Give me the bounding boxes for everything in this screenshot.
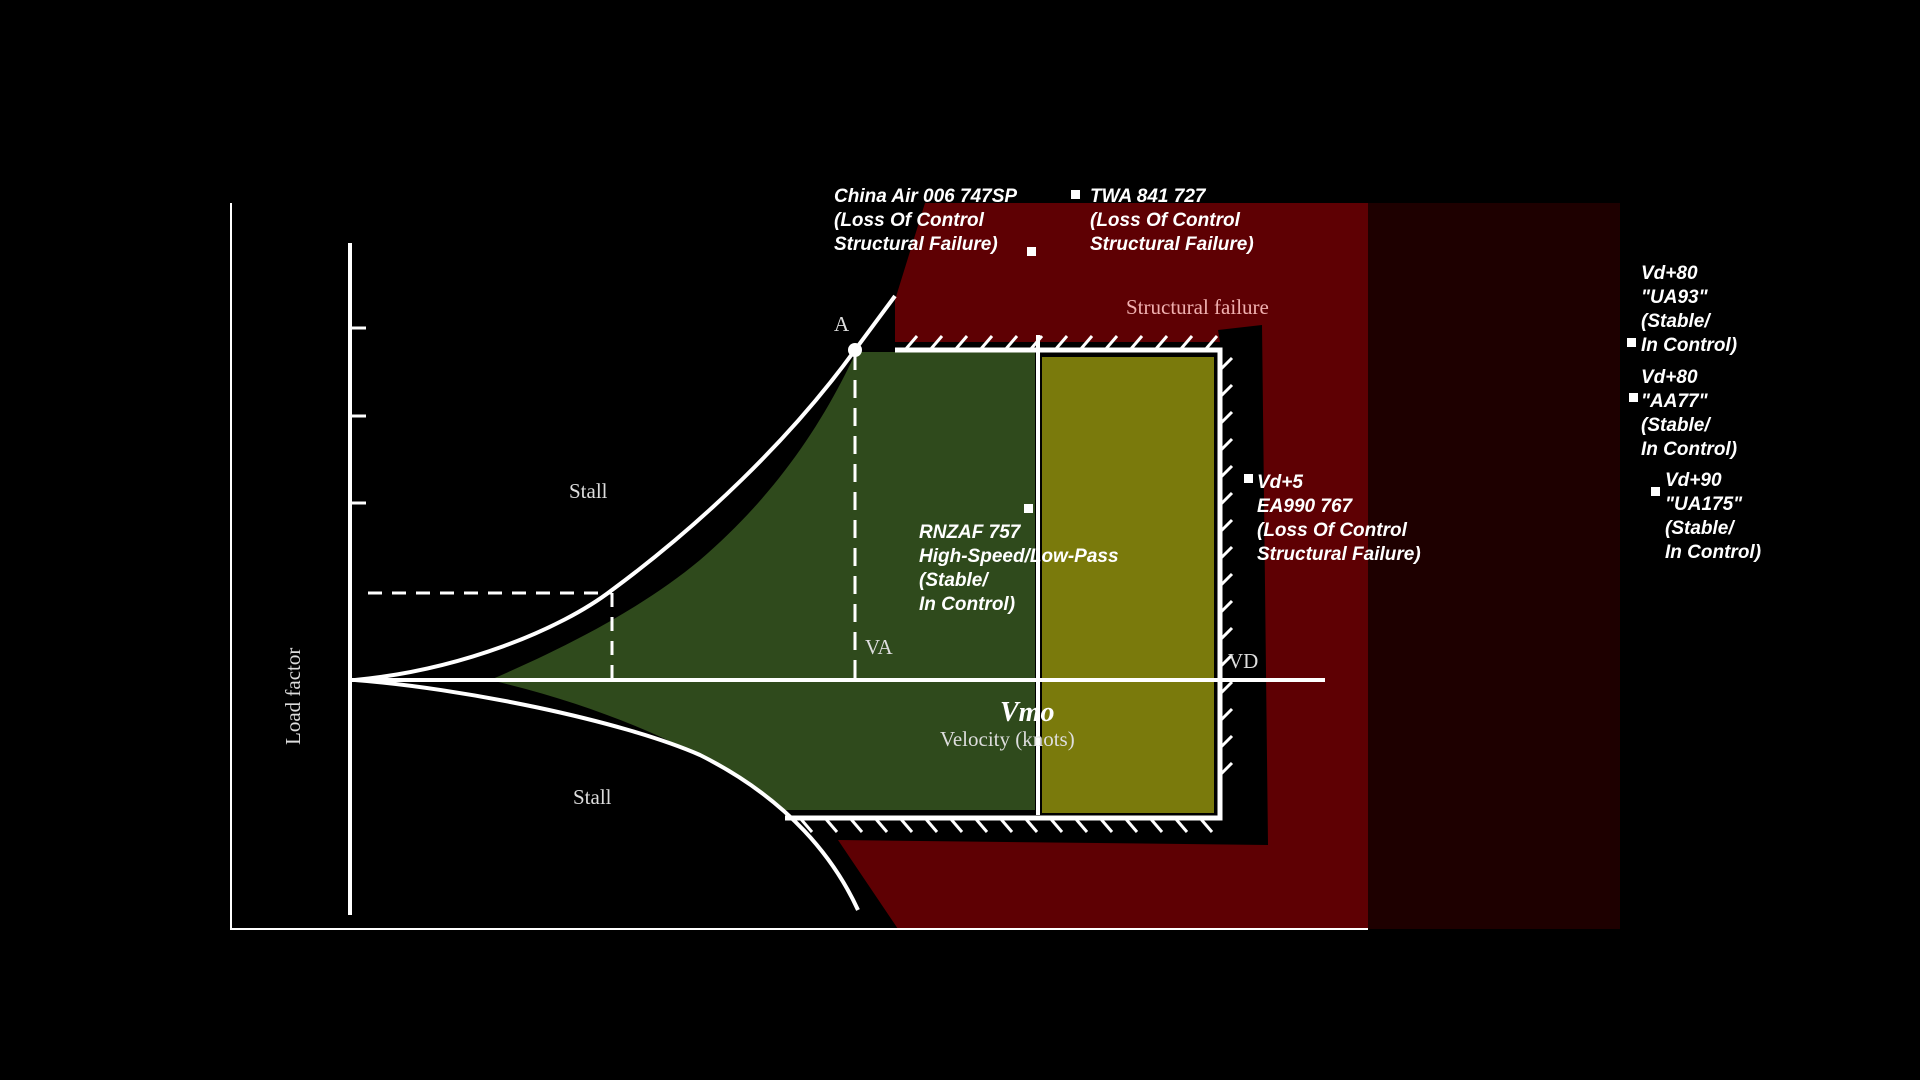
point-a-marker <box>848 343 862 357</box>
y-axis-label: Load factor <box>281 648 305 745</box>
stall-label-lower: Stall <box>573 785 612 809</box>
hatch-mark <box>1218 653 1234 669</box>
hatch-mark <box>1218 761 1234 777</box>
vd-label: VD <box>1228 649 1258 673</box>
hatch-mark <box>898 817 914 833</box>
stall-boundary-lower <box>354 678 860 911</box>
hatch-mark <box>1218 707 1234 723</box>
hatch-mark <box>923 817 939 833</box>
annotation-ua93: Vd+80 "UA93" (Stable/ In Control) <box>1641 263 1737 356</box>
marker-rnzaf <box>1024 504 1033 513</box>
hatch-mark <box>903 335 919 351</box>
annotation-rnzaf: RNZAF 757 High-Speed/Low-Pass (Stable/ I… <box>919 522 1124 615</box>
structural-failure-region <box>838 203 1368 929</box>
hatch-mark <box>823 817 839 833</box>
hatch-mark <box>1198 817 1214 833</box>
hatch-mark <box>973 817 989 833</box>
va-label: VA <box>865 635 893 659</box>
x-axis-label: Velocity (knots) <box>940 727 1075 751</box>
normal-envelope-region <box>490 352 1035 810</box>
hatch-mark <box>948 817 964 833</box>
hatch-mark <box>1003 335 1019 351</box>
hatch-mark <box>953 335 969 351</box>
hatch-mark <box>1048 817 1064 833</box>
hatch-mark <box>1218 626 1234 642</box>
stall-label-upper: Stall <box>569 479 608 503</box>
hatch-mark <box>1218 410 1234 426</box>
hatch-mark <box>1218 464 1234 480</box>
hatch-mark <box>1128 335 1144 351</box>
marker-twa <box>1071 190 1080 199</box>
hatch-mark <box>1178 335 1194 351</box>
hatch-mark <box>1218 599 1234 615</box>
marker-ua93 <box>1627 338 1636 347</box>
marker-aa77 <box>1629 393 1638 402</box>
annotation-ua175: Vd+90 "UA175" (Stable/ In Control) <box>1665 470 1761 563</box>
hatch-mark <box>1218 437 1234 453</box>
annotation-twa: TWA 841 727 (Loss Of Control Structural … <box>1090 186 1254 255</box>
hatch-mark <box>1148 817 1164 833</box>
structural-failure-label: Structural failure <box>1126 295 1269 319</box>
hatch-mark <box>1173 817 1189 833</box>
hatch-mark <box>1218 680 1234 696</box>
hatch-mark <box>1218 518 1234 534</box>
marker-ua175 <box>1651 487 1660 496</box>
hatch-mark <box>1078 335 1094 351</box>
hatch-mark <box>1073 817 1089 833</box>
annotation-china-air: China Air 006 747SP (Loss Of Control Str… <box>834 186 1022 255</box>
hatch-mark <box>1218 545 1234 561</box>
hatch-mark <box>1103 335 1119 351</box>
hatch-mark <box>1203 335 1219 351</box>
vmo-label: Vmo <box>1000 697 1054 728</box>
hatch-mark <box>1123 817 1139 833</box>
hatch-mark <box>998 817 1014 833</box>
marker-ea990 <box>1244 474 1253 483</box>
hatch-mark <box>1218 383 1234 399</box>
point-a-label: A <box>834 312 850 336</box>
hatch-mark <box>873 817 889 833</box>
hatch-mark <box>798 817 814 833</box>
annotation-ea990: Vd+5 EA990 767 (Loss Of Control Structur… <box>1257 472 1421 565</box>
hatch-mark <box>928 335 944 351</box>
hatch-mark <box>1053 335 1069 351</box>
hatch-mark <box>848 817 864 833</box>
hatch-mark <box>1153 335 1169 351</box>
limit-hatching <box>798 335 1234 833</box>
annotation-aa77: Vd+80 "AA77" (Stable/ In Control) <box>1641 367 1737 460</box>
hatch-mark <box>1098 817 1114 833</box>
hatch-mark <box>1023 817 1039 833</box>
hatch-mark <box>1218 734 1234 750</box>
marker-china-air <box>1027 247 1036 256</box>
hatch-mark <box>1218 491 1234 507</box>
hatch-mark <box>978 335 994 351</box>
hatch-mark <box>1218 572 1234 588</box>
hatch-mark <box>1028 335 1044 351</box>
stall-boundary-upper <box>354 294 897 682</box>
beyond-envelope-region <box>1368 203 1620 929</box>
hatch-mark <box>1218 356 1234 372</box>
caution-region <box>1042 357 1214 813</box>
